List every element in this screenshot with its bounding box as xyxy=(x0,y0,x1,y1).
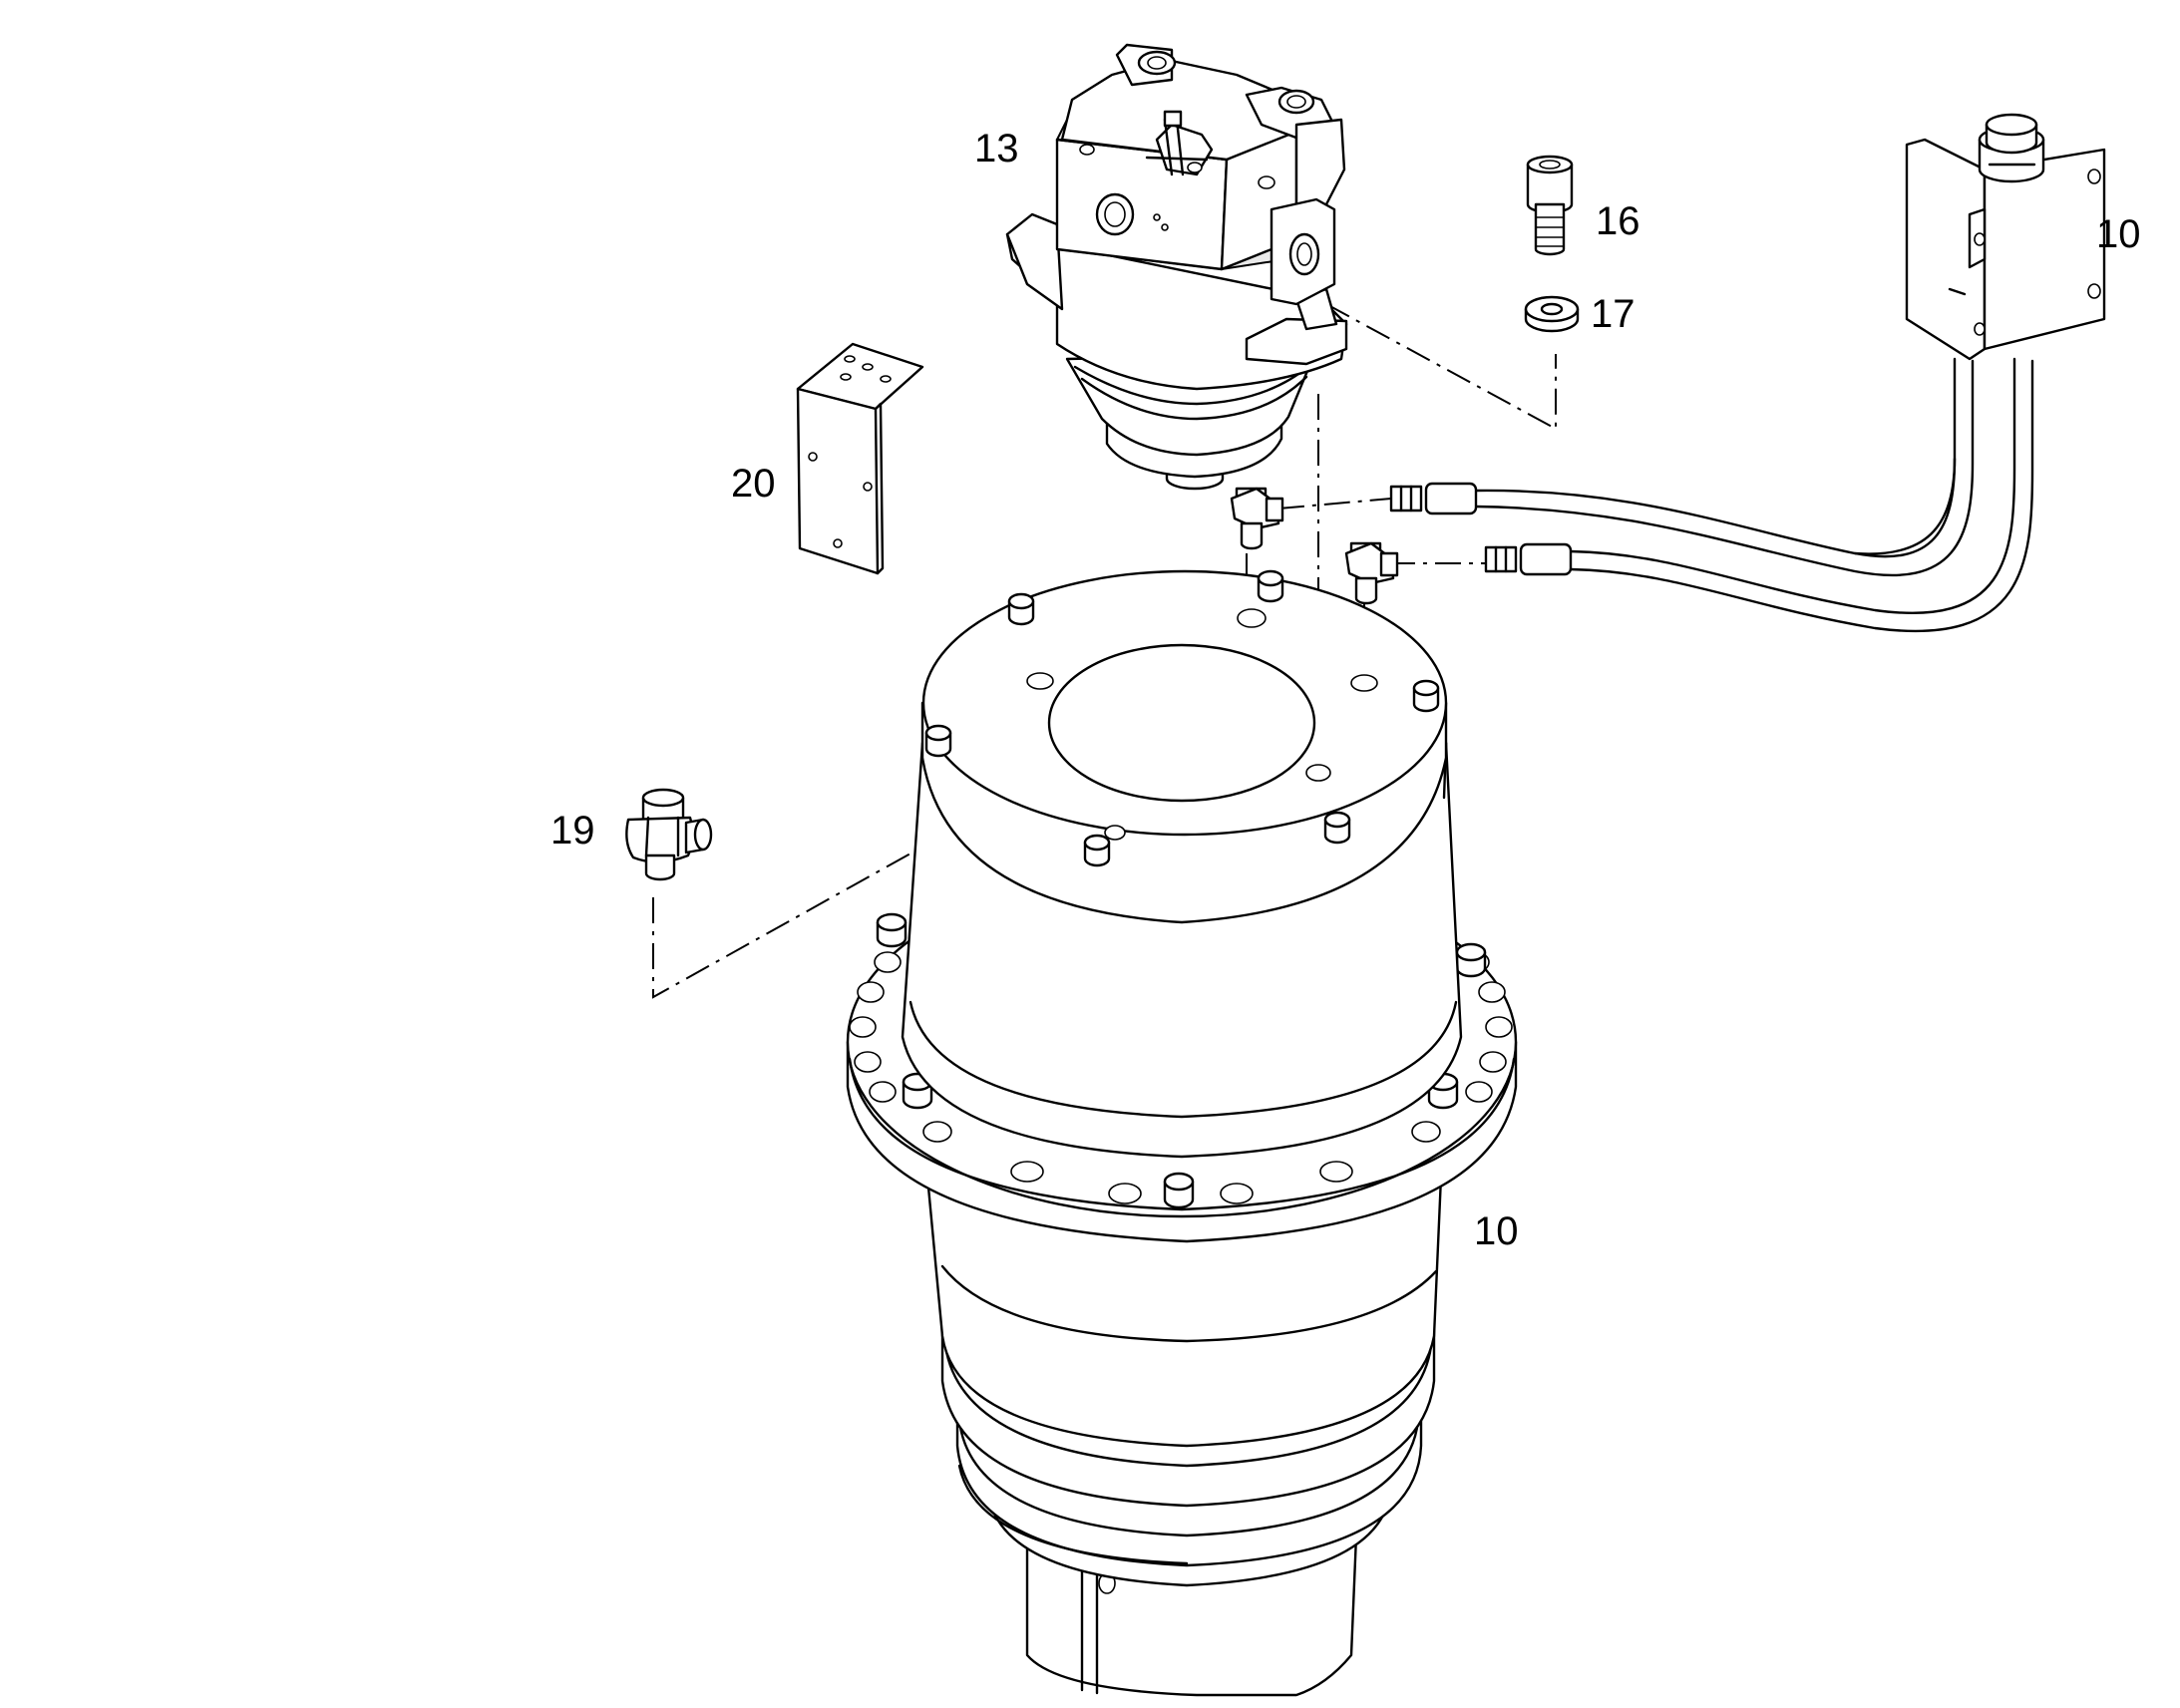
callout-10-gearbox: 10 xyxy=(1474,1209,1519,1253)
gearbox-housing xyxy=(846,569,1518,1697)
flange-holes xyxy=(849,951,1513,1204)
callout-labels: 13 16 17 10 20 19 10 xyxy=(550,127,2141,1253)
callout-17: 17 xyxy=(1591,292,1635,336)
flange-bolts xyxy=(876,912,1487,1209)
callout-16: 16 xyxy=(1596,199,1640,243)
elbow-fitting-a xyxy=(1230,487,1284,550)
callout-10-connector: 10 xyxy=(2096,212,2141,256)
elbow-fitting-b xyxy=(1344,541,1399,605)
plug-fitting xyxy=(625,788,713,881)
hydraulic-motor xyxy=(1005,43,1348,491)
hose-assembly xyxy=(1389,113,2106,633)
angle-bracket xyxy=(796,342,924,575)
cover-bolts xyxy=(924,569,1440,867)
cap-screw xyxy=(1526,155,1574,256)
washer xyxy=(1524,295,1580,333)
callout-13: 13 xyxy=(974,127,1019,171)
callout-20: 20 xyxy=(731,462,776,506)
callout-19: 19 xyxy=(550,809,595,853)
